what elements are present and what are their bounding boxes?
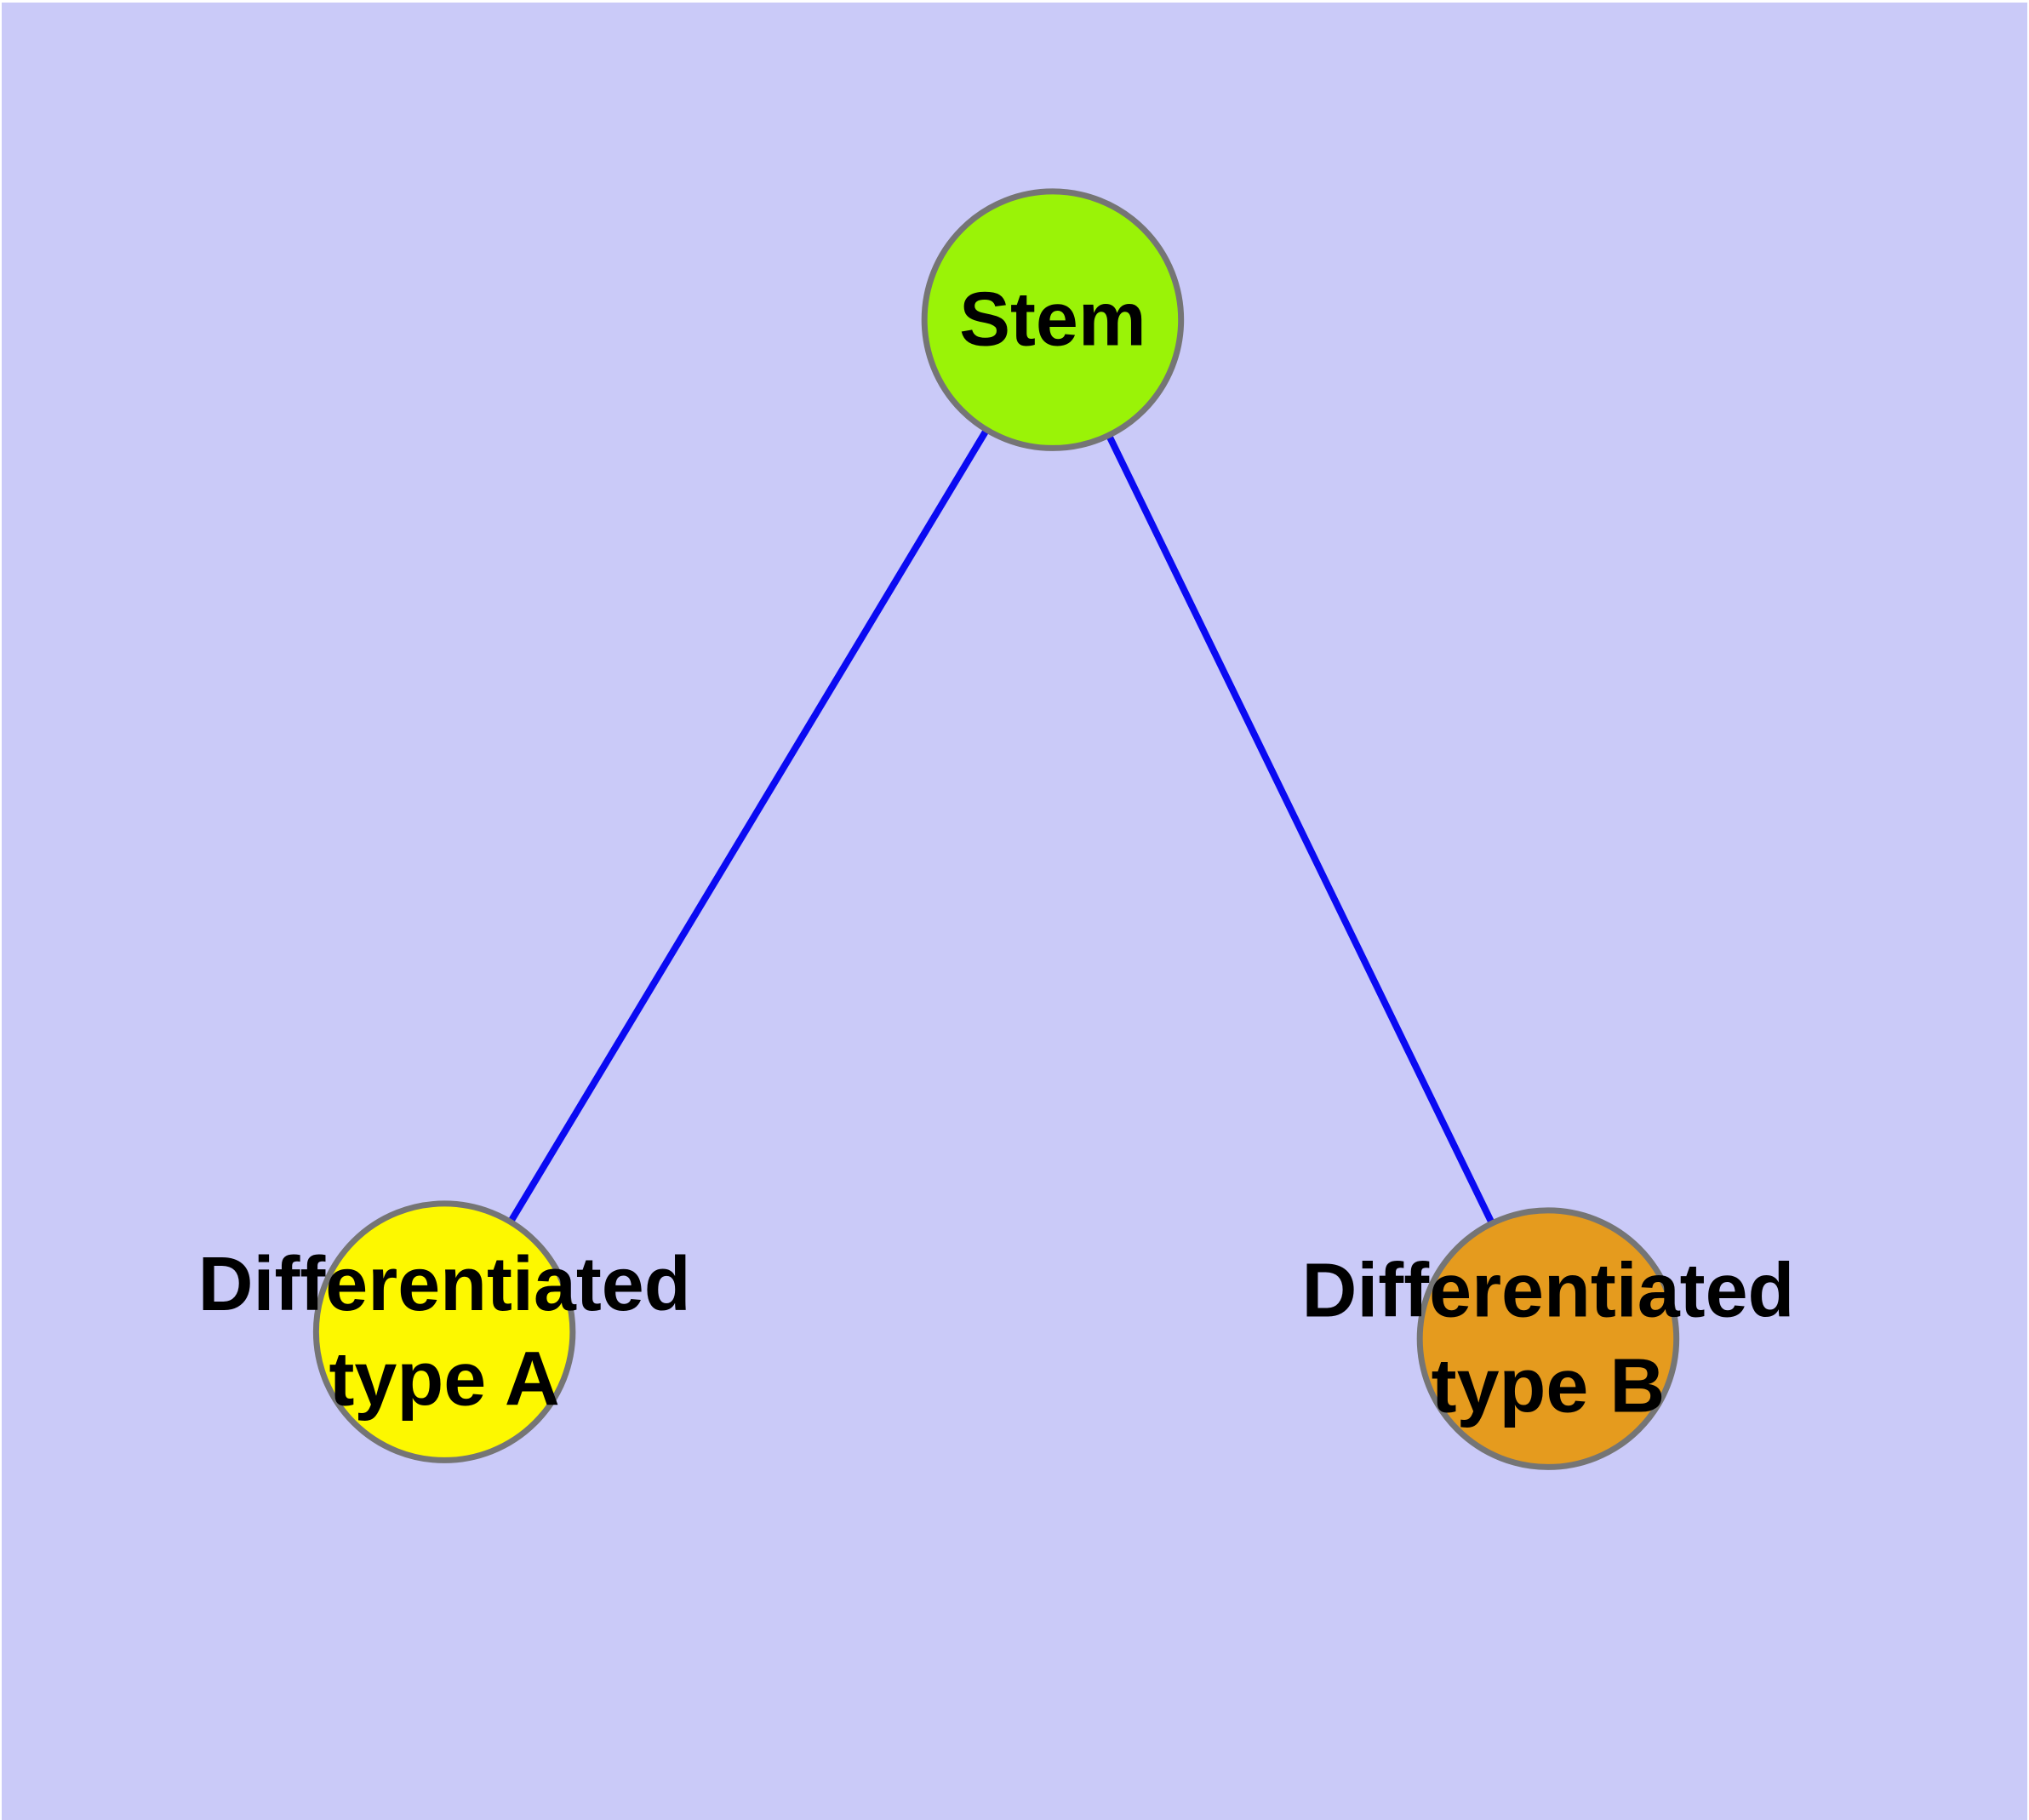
node-differentiated-type-a-label: Differentiated xyxy=(198,1242,691,1327)
node-differentiated-type-b-label: type B xyxy=(1432,1344,1666,1429)
node-differentiated-type-b-circle xyxy=(1416,1207,1680,1470)
edge-stem-to-differentiated-type-a xyxy=(441,318,1056,1334)
node-differentiated-type-a-label: type A xyxy=(329,1337,560,1422)
node-differentiated-type-a-circle xyxy=(312,1200,576,1463)
edge-stem-to-differentiated-type-b xyxy=(1049,318,1552,1341)
node-stem-label: Stem xyxy=(959,278,1146,363)
node-stem-circle xyxy=(921,188,1185,451)
node-differentiated-type-b-label: Differentiated xyxy=(1301,1249,1794,1334)
